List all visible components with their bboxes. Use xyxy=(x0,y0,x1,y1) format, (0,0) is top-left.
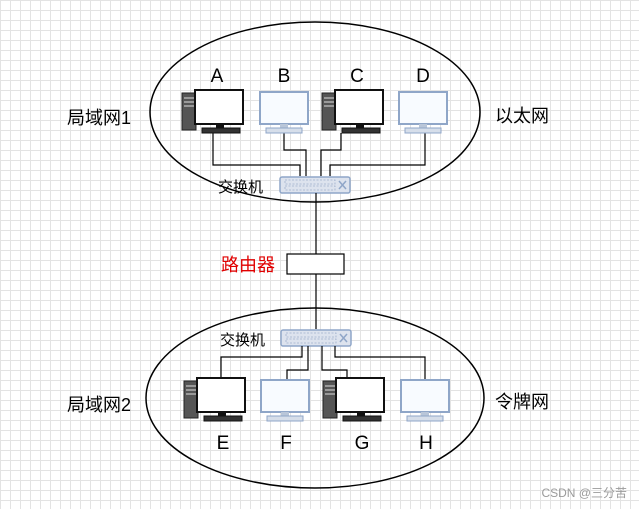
watermark: CSDN @三分苦 xyxy=(541,486,627,500)
host-label-f: F xyxy=(280,433,292,454)
host-label-b: B xyxy=(278,66,291,87)
computer-icon xyxy=(321,89,384,134)
host-label-a: A xyxy=(211,66,224,87)
router-label: 路由器 xyxy=(221,255,275,275)
lan1-links xyxy=(212,133,426,176)
lan1-switch-label: 交换机 xyxy=(218,178,263,196)
lan2-switch-label: 交换机 xyxy=(220,331,265,349)
monitor-icon xyxy=(259,91,309,134)
lan2-name: 局域网2 xyxy=(67,395,131,415)
host-label-c: C xyxy=(350,66,364,87)
computer-icon xyxy=(183,377,246,422)
switch-icon xyxy=(280,329,352,347)
host-label-h: H xyxy=(419,433,433,454)
host-label-d: D xyxy=(416,66,430,87)
host-label-g: G xyxy=(355,433,370,454)
lan1-type: 以太网 xyxy=(495,106,549,126)
switch-icon xyxy=(279,176,351,194)
computer-icon xyxy=(181,89,244,134)
router-box xyxy=(286,253,345,275)
lan1-name: 局域网1 xyxy=(67,108,131,128)
lan2-type: 令牌网 xyxy=(495,392,549,412)
host-label-e: E xyxy=(217,433,230,454)
monitor-icon xyxy=(400,379,450,422)
lan2-ellipse xyxy=(145,307,485,489)
computer-icon xyxy=(322,377,385,422)
monitor-icon xyxy=(398,91,448,134)
monitor-icon xyxy=(260,379,310,422)
lan2-links xyxy=(220,346,426,380)
lan1-ellipse xyxy=(149,21,481,203)
